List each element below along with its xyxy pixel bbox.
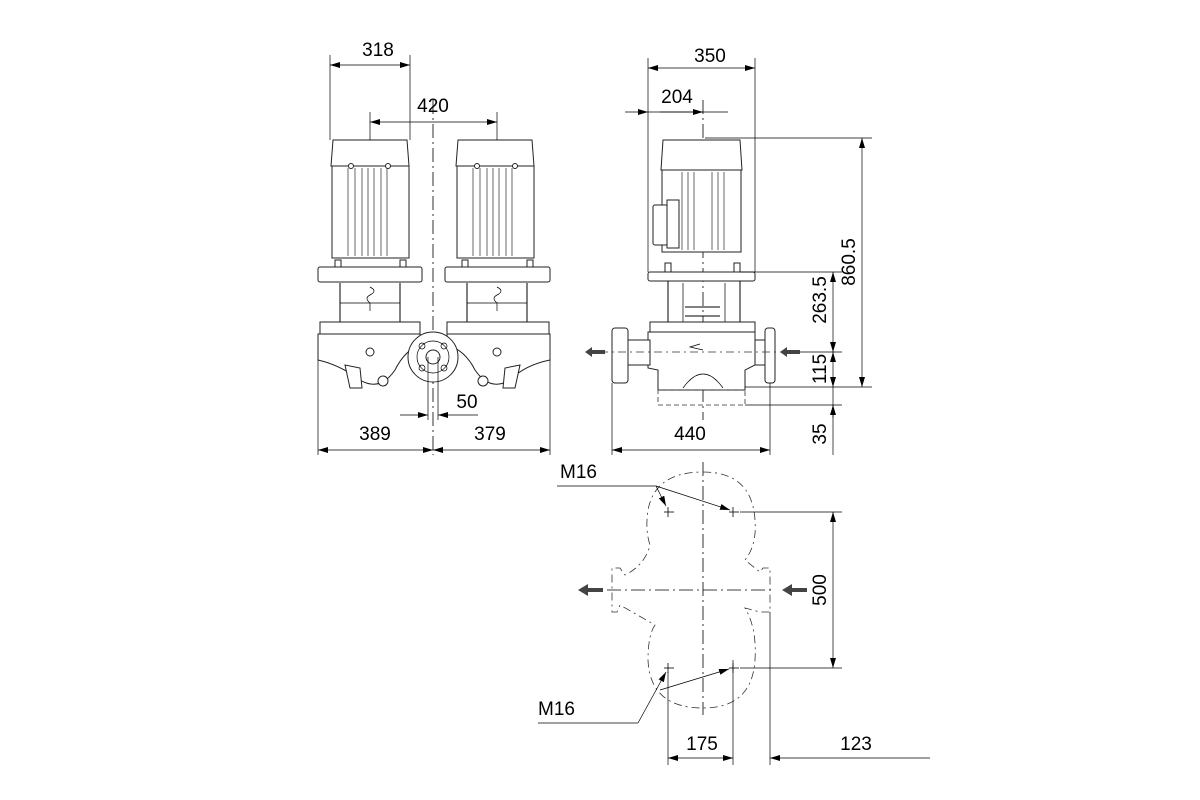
dim-terminal-box-offset: 204 [661,87,693,108]
bolt-label-bottom: M16 [538,699,575,720]
inlet-flow-arrow-icon [782,584,807,596]
dim-flange-size: 50 [456,392,477,413]
dim-left-extent: 389 [359,424,391,445]
dim-port-to-port: 440 [674,424,706,445]
motor-right [444,139,551,389]
dim-motor-width: 318 [362,40,394,61]
plan-view: M16 M16 500 175 123 [538,462,930,765]
dim-right-extent: 379 [474,424,506,445]
dim-bolt-spacing-long: 500 [810,574,831,606]
center-flange [407,331,459,420]
side-view: 350 204 860.5 263.5 115 35 440 [585,46,872,455]
dim-foot-height: 35 [810,423,831,444]
front-view: 318 420 50 389 379 [317,40,551,455]
dim-bolt-to-flange: 123 [840,734,872,755]
dim-bolt-spacing-short: 175 [686,734,718,755]
dim-motor-spacing: 420 [417,96,449,117]
dim-total-height: 860.5 [839,238,860,286]
outlet-flow-arrow-icon [578,584,603,596]
motor-left [317,139,423,389]
dim-port-height: 115 [810,354,831,384]
outlet-flow-arrow-icon [585,347,605,357]
inlet-flow-arrow-icon [780,347,800,357]
dim-overall-width: 350 [694,46,726,67]
terminal-box [652,204,669,246]
bolt-label-top: M16 [560,462,597,483]
dim-coupling-height: 263.5 [810,276,831,324]
